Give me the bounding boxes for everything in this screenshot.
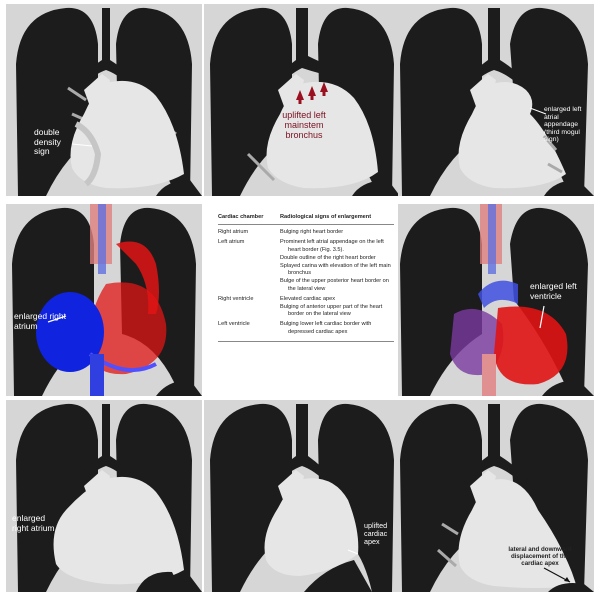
panel-right-atrium: enlarged right atrium	[6, 400, 202, 592]
table-divider	[218, 340, 394, 342]
panel-uplifted-bronchus: uplifted left mainstem bronchus	[204, 4, 400, 196]
table-row: Right atrium Bulging right heart border	[218, 229, 394, 237]
panel-3d-right-atrium: enlarged right atrium	[6, 204, 202, 396]
label-double-density: double density sign	[34, 127, 61, 156]
panel-apex-displacement: lateral and downward displacement of the…	[398, 400, 594, 592]
chest-xray-diagram	[398, 400, 594, 592]
sign-text: Bulging of anterior upper part of the he…	[280, 304, 383, 318]
sign-text: Bulging lower left cardiac border with d…	[280, 321, 372, 335]
column-header-chamber: Cardiac chamber	[218, 214, 264, 220]
sign-text: Elevated cardiac apex	[280, 295, 336, 302]
chest-xray-diagram	[398, 4, 594, 196]
signs-cell: Prominent left atrial appendage on the l…	[280, 239, 394, 293]
sign-text: Double outline of the right heart border	[280, 254, 376, 261]
sign-text: Bulging right heart border	[280, 229, 344, 236]
chest-xray-diagram	[6, 4, 202, 196]
chest-xray-diagram	[204, 400, 400, 592]
signs-cell: Elevated cardiac apex Bulging of anterio…	[280, 296, 394, 320]
heart-3d-diagram	[398, 204, 594, 396]
column-header-signs: Radiological signs of enlargement	[280, 214, 372, 220]
sign-text: Splayed carina with elevation of the lef…	[280, 263, 391, 277]
label-left-ventricle-3d: enlarged left ventricle	[530, 281, 577, 301]
table-row: Left ventricle Bulging lower left cardia…	[218, 321, 394, 336]
sign-text: Bulge of the upper posterior heart borde…	[280, 278, 389, 292]
enlargement-signs-table: Cardiac chamber Radiological signs of en…	[218, 214, 394, 342]
label-apex-displacement: lateral and downward displacement of the…	[508, 546, 572, 567]
chamber-cell: Right atrium	[218, 229, 249, 236]
panel-3d-left-ventricle: enlarged left ventricle	[398, 204, 594, 396]
chamber-cell: Right ventricle	[218, 295, 254, 302]
table-header: Cardiac chamber Radiological signs of en…	[218, 214, 394, 226]
chest-xray-diagram	[204, 4, 400, 196]
signs-cell: Bulging right heart border	[280, 229, 394, 237]
table-row: Right ventricle Elevated cardiac apex Bu…	[218, 296, 394, 320]
label-left-atrial-appendage: enlarged left atrial appendage (third mo…	[544, 106, 582, 144]
label-right-atrium-3d: enlarged right atrium	[14, 311, 66, 331]
sign-text: Prominent left atrial appendage on the l…	[280, 239, 384, 253]
panel-table: Cardiac chamber Radiological signs of en…	[204, 204, 400, 396]
chest-xray-diagram	[6, 400, 202, 592]
panel-left-atrial-appendage: enlarged left atrial appendage (third mo…	[398, 4, 594, 196]
panel-uplifted-apex: uplifted cardiac apex	[204, 400, 400, 592]
signs-cell: Bulging lower left cardiac border with d…	[280, 321, 394, 336]
heart-3d-diagram	[6, 204, 202, 396]
table-row: Left atrium Prominent left atrial append…	[218, 239, 394, 293]
panel-double-density: double density sign	[6, 4, 202, 196]
chamber-cell: Left atrium	[218, 239, 245, 246]
label-uplifted-bronchus: uplifted left mainstem bronchus	[282, 110, 326, 140]
chamber-cell: Left ventricle	[218, 321, 250, 328]
label-uplifted-apex: uplifted cardiac apex	[364, 521, 388, 546]
label-right-atrium: enlarged right atrium	[12, 513, 55, 533]
